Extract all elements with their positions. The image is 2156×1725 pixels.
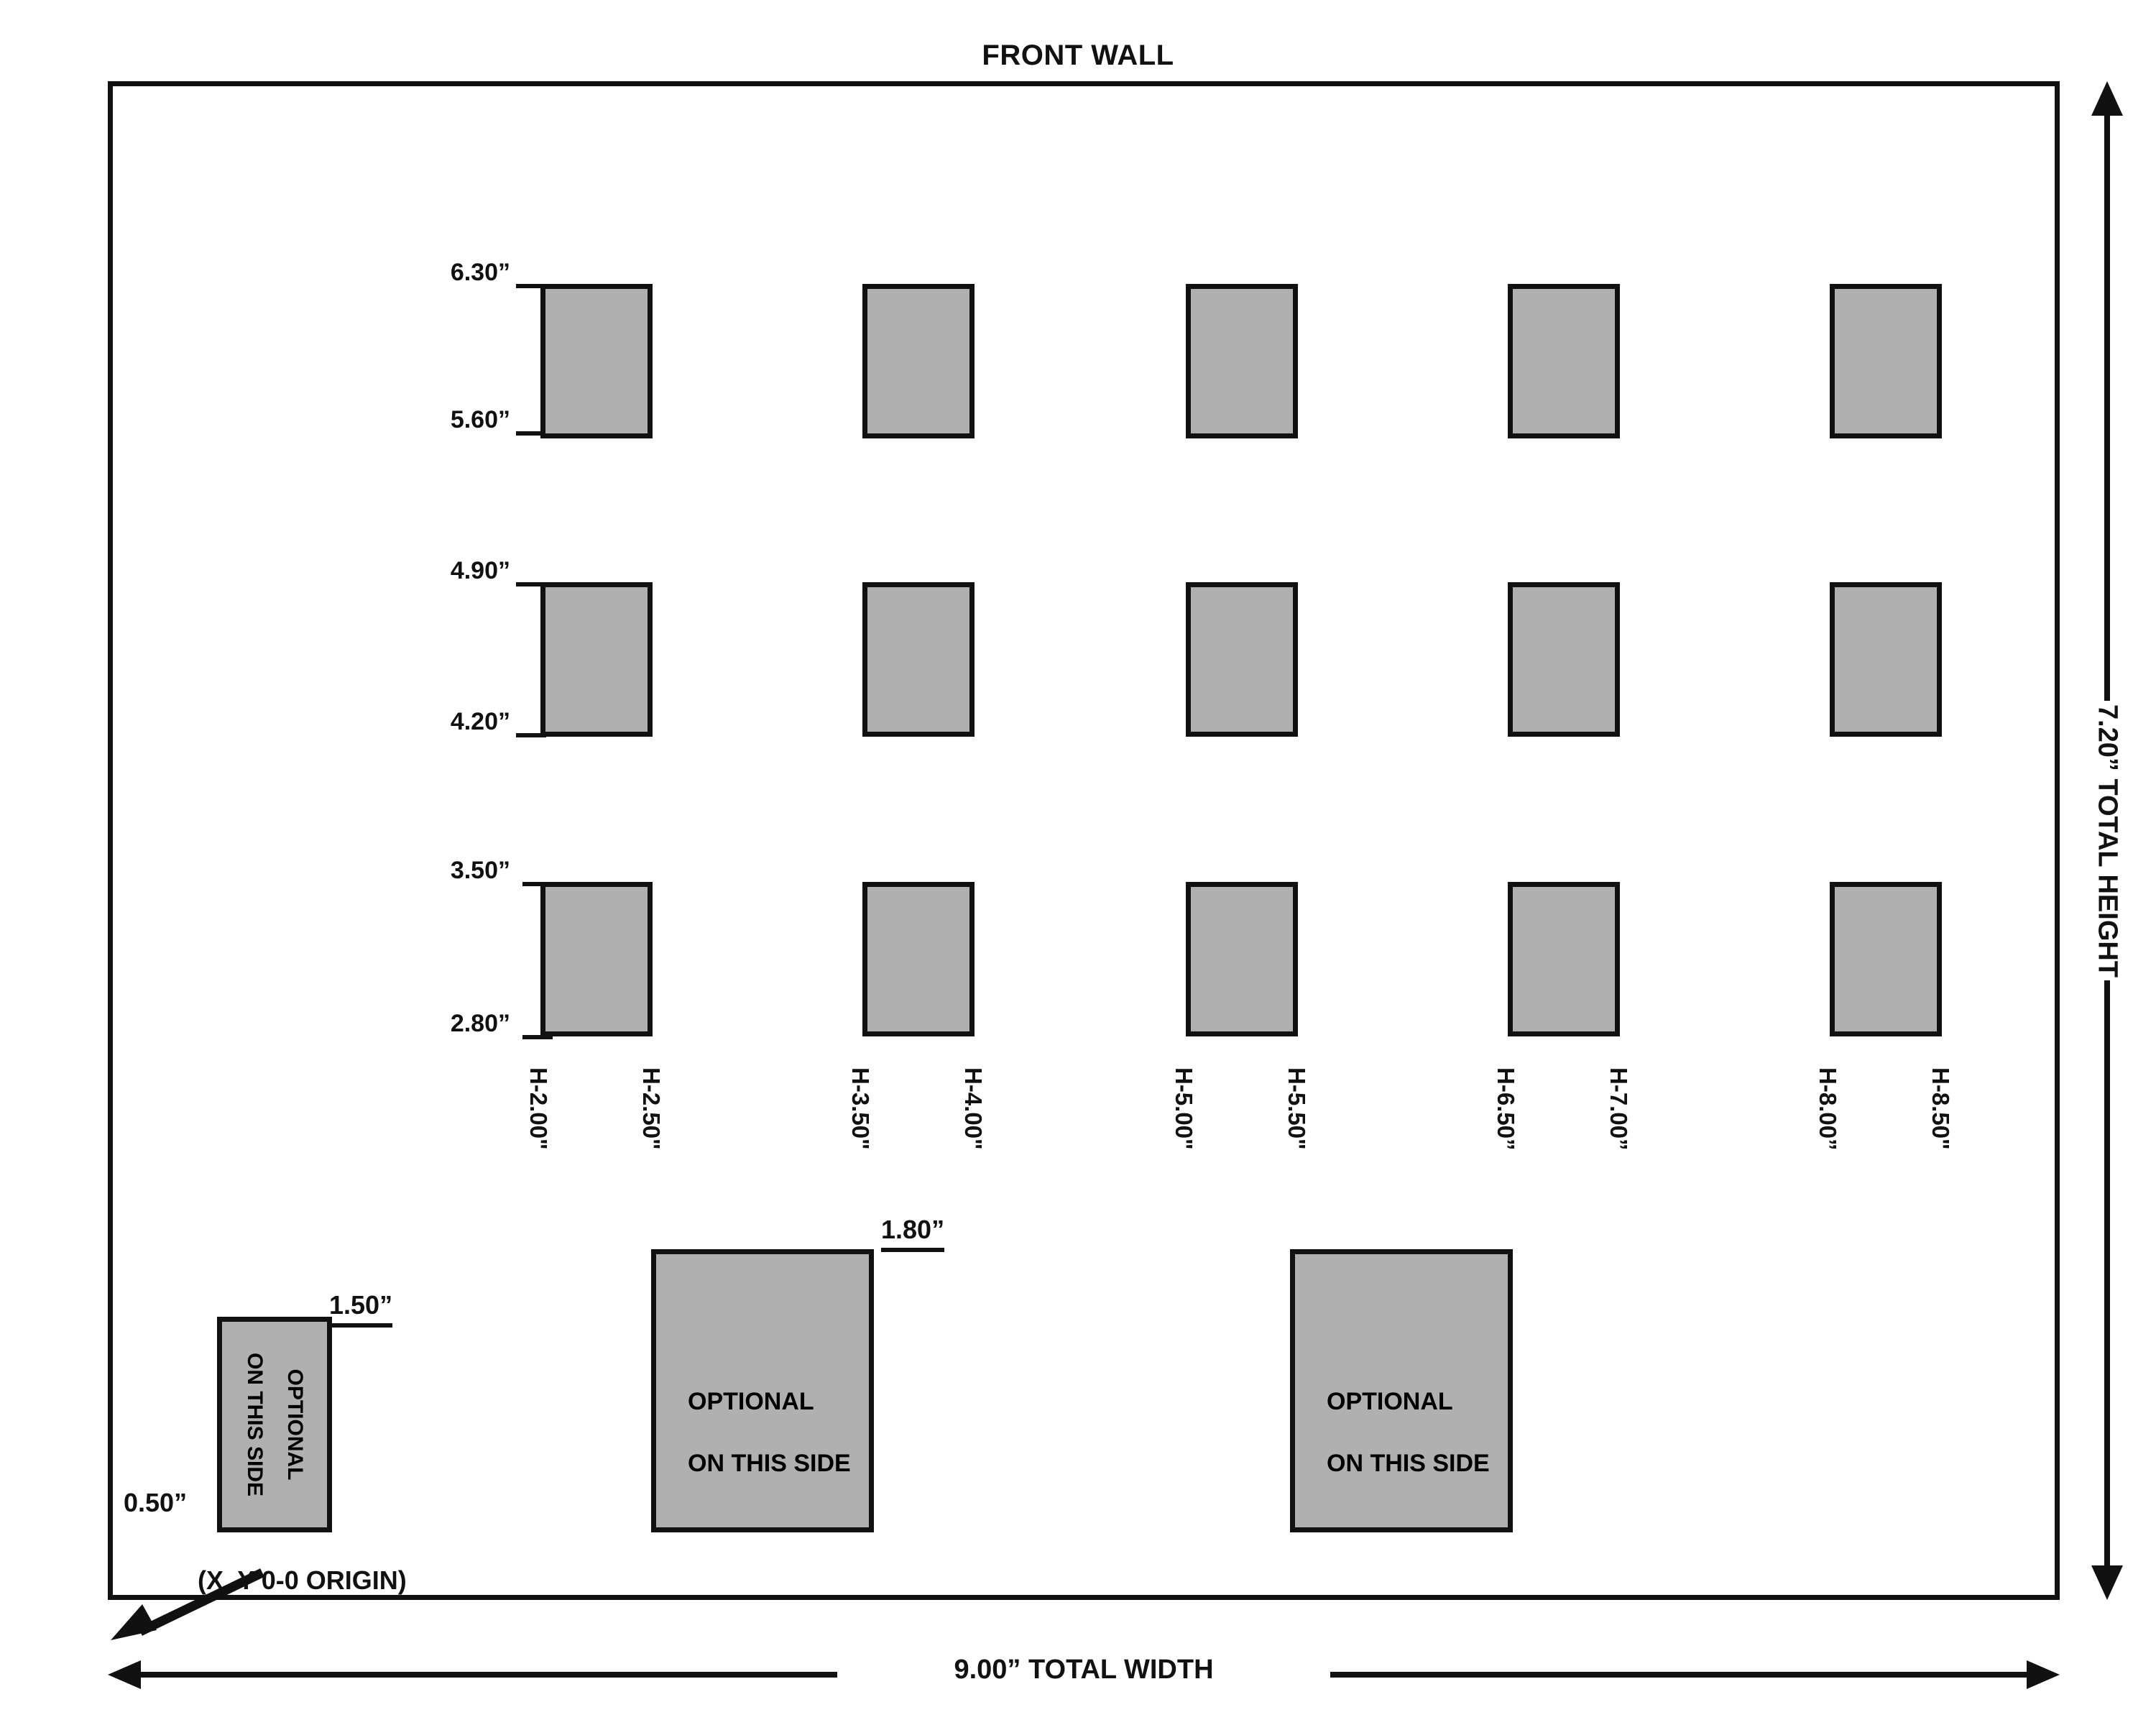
row-1-top-tick (516, 284, 546, 288)
height-bar-top (2104, 111, 2110, 701)
optional-box-middle: OPTIONAL ON THIS SIDE (651, 1249, 874, 1532)
height-bar-bottom (2104, 980, 2110, 1570)
row-1-top-dimension-label: 6.30” (450, 259, 510, 286)
page-title: FRONT WALL (982, 40, 1174, 71)
column-label-h-4-00: H-4.00" (960, 1067, 987, 1150)
width-arrow-right-icon (2027, 1660, 2060, 1689)
panel-r3-c2 (862, 882, 975, 1036)
column-label-h-6-50: H-6.50” (1493, 1067, 1519, 1151)
column-label-h-3-50: H-3.50" (847, 1067, 874, 1150)
panel-r3-c1 (540, 882, 653, 1036)
height-arrow-down-icon (2091, 1565, 2123, 1600)
optional-middle-line2: ON THIS SIDE (688, 1450, 851, 1477)
optional-middle-top-dimension: 1.80” (881, 1215, 945, 1252)
origin-arrow-icon (111, 1568, 264, 1640)
panel-r3-c5 (1830, 882, 1942, 1036)
panel-r3-c4 (1508, 882, 1620, 1036)
panel-r2-c3 (1186, 582, 1298, 737)
row-2-bottom-tick (516, 733, 546, 737)
total-width-label: 9.00” TOTAL WIDTH (954, 1655, 1214, 1685)
width-bar-left (137, 1672, 837, 1678)
column-label-h-7-00: H-7.00” (1606, 1067, 1632, 1151)
panel-r1-c1 (540, 284, 653, 438)
optional-left-bottom-dimension: 0.50” (124, 1488, 188, 1517)
wall-frame (108, 81, 2060, 1600)
row-1-bottom-tick (516, 431, 546, 436)
row-3-top-dimension-label: 3.50” (450, 857, 510, 884)
optional-box-right: OPTIONAL ON THIS SIDE (1290, 1249, 1513, 1532)
panel-r1-c2 (862, 284, 975, 438)
optional-right-line1: OPTIONAL (1327, 1388, 1453, 1415)
row-2-top-dimension-label: 4.90” (450, 557, 510, 584)
optional-left-top-dimension: 1.50” (329, 1290, 393, 1328)
width-bar-right (1330, 1672, 2031, 1678)
total-height-dimension: 7.20” TOTAL HEIGHT (2084, 81, 2130, 1600)
column-label-h-5-50: H-5.50" (1284, 1067, 1310, 1150)
panel-r1-c4 (1508, 284, 1620, 438)
row-1-bottom-dimension-label: 5.60” (450, 406, 510, 433)
column-label-h-2-50: H-2.50" (638, 1067, 665, 1150)
row-3-top-tick (522, 882, 553, 886)
origin-label: (X, Y 0-0 ORIGIN) (198, 1565, 407, 1595)
optional-left-line1: OPTIONAL (283, 1368, 307, 1481)
panel-r3-c3 (1186, 882, 1298, 1036)
panel-r2-c5 (1830, 582, 1942, 737)
row-2-bottom-dimension-label: 4.20” (450, 708, 510, 735)
height-arrow-up-icon (2091, 81, 2123, 116)
optional-right-line2: ON THIS SIDE (1327, 1450, 1490, 1477)
panel-r2-c1 (540, 582, 653, 737)
row-2-top-tick (516, 582, 546, 586)
panel-r2-c4 (1508, 582, 1620, 737)
panel-r1-c5 (1830, 284, 1942, 438)
column-label-h-8-00: H-8.00” (1815, 1067, 1841, 1151)
column-label-h-2-00: H-2.00" (525, 1067, 552, 1150)
column-label-h-5-00: H-5.00" (1171, 1067, 1197, 1150)
total-width-dimension: 9.00” TOTAL WIDTH (108, 1653, 2060, 1696)
total-height-label: 7.20” TOTAL HEIGHT (2087, 704, 2127, 978)
row-3-bottom-tick (522, 1035, 553, 1039)
optional-left-line2: ON THIS SIDE (243, 1352, 267, 1497)
panel-r1-c3 (1186, 284, 1298, 438)
row-3-bottom-dimension-label: 2.80” (450, 1010, 510, 1037)
column-label-h-8-50: H-8.50" (1927, 1067, 1954, 1150)
panel-r2-c2 (862, 582, 975, 737)
optional-box-left: OPTIONAL ON THIS SIDE (217, 1317, 332, 1532)
width-arrow-left-icon (108, 1660, 141, 1689)
optional-middle-line1: OPTIONAL (688, 1388, 814, 1415)
